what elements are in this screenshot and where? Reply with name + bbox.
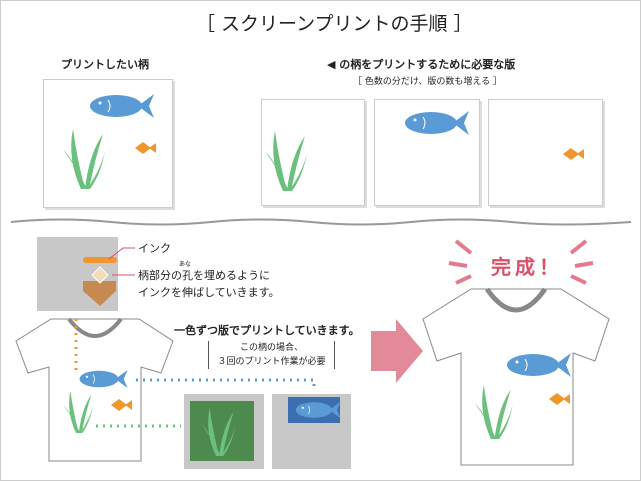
- ink-label: インク: [138, 242, 171, 255]
- done-label: 完成！: [491, 255, 563, 279]
- arrow-left-icon: ◀: [327, 58, 340, 71]
- note-line-2: ３回のプリント作業が必要: [217, 357, 326, 367]
- page-title: ［ スクリーンプリントの手順 ］: [196, 13, 473, 35]
- plates-label: ◀ の柄をプリントするために必要な版: [327, 58, 516, 71]
- tshirt-finished: [422, 288, 610, 466]
- leader-line: [108, 247, 135, 276]
- ink-blob: [83, 257, 117, 263]
- fish-icon: [89, 93, 155, 119]
- burst-icon: [448, 239, 594, 285]
- step-text: 一色ずつ版でプリントしていきます。: [174, 324, 360, 337]
- tshirt-left: [15, 318, 174, 462]
- note: この柄の場合、 ３回のプリント作業が必要: [208, 341, 335, 369]
- fill-text-1: 柄部分の孔を埋めるように: [138, 269, 270, 282]
- fish-icon: [404, 110, 470, 136]
- plate-seaweed: [261, 99, 365, 206]
- plates-sublabel: ［ 色数の分だけ、版の数も増える ］: [353, 77, 503, 87]
- squeegee-icon: [91, 266, 109, 284]
- seaweed-icon: [265, 131, 307, 191]
- squeegee-arrow-icon: [83, 281, 116, 306]
- small-fish-icon: [135, 142, 156, 154]
- seaweed-icon: [63, 129, 105, 189]
- divider: [10, 218, 632, 226]
- note-line-1: この柄の場合、: [239, 343, 303, 353]
- small-fish-icon: [563, 148, 584, 160]
- arrow-right-icon: [371, 319, 423, 383]
- desired-pattern-label: プリントしたい柄: [61, 58, 149, 71]
- fill-text-2: インクを伸ばしていきます。: [138, 286, 280, 299]
- ruby-text: あな: [179, 261, 192, 268]
